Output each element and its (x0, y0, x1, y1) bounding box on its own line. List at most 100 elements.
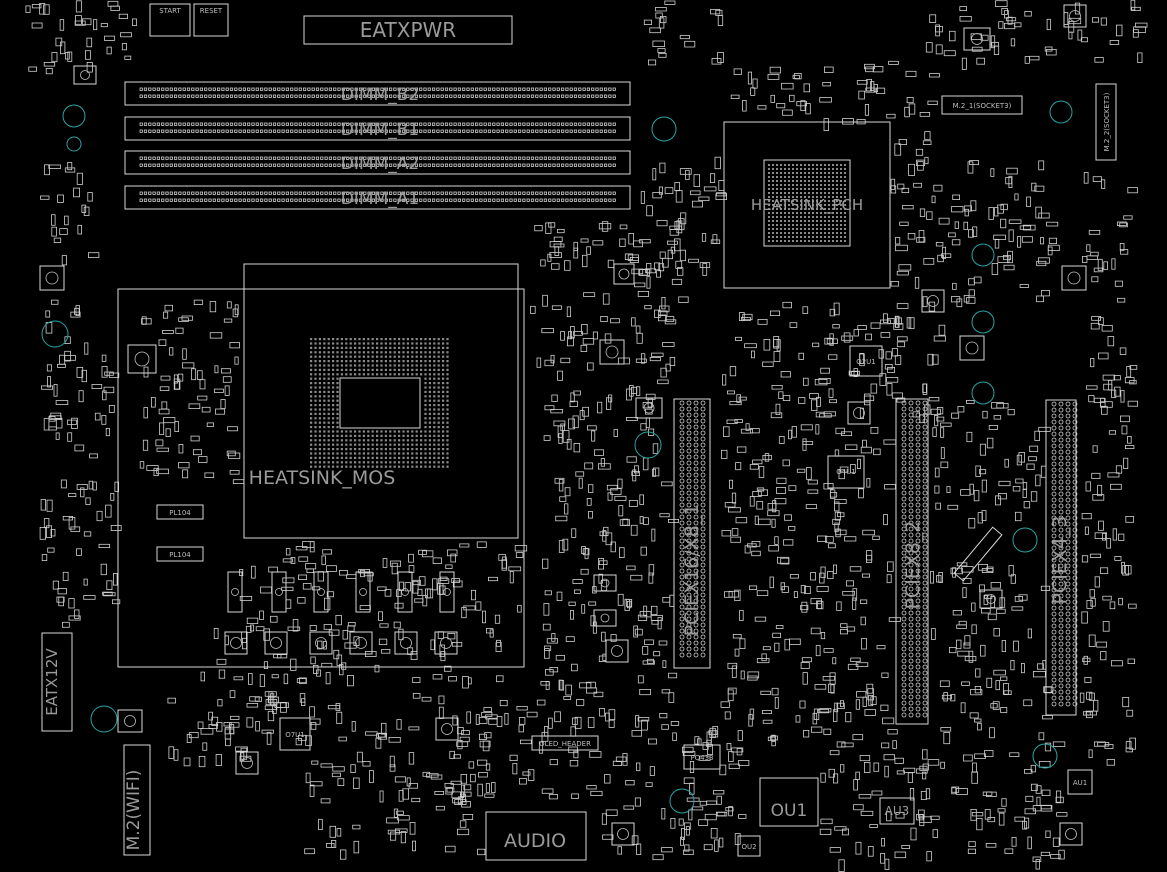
smd-component (353, 840, 360, 854)
smd-component (956, 298, 963, 308)
smd-component (846, 580, 855, 587)
smd-component (1022, 489, 1027, 498)
smd-component (605, 809, 618, 816)
smd-component (579, 682, 592, 689)
smd-component (408, 752, 415, 765)
mounting-hole (90, 705, 118, 733)
smd-component (1109, 40, 1120, 46)
smd-component (716, 795, 722, 805)
smd-component (809, 393, 819, 399)
smd-component (426, 773, 439, 778)
smd-component (655, 7, 667, 12)
smd-component (305, 772, 311, 784)
au3-chip (879, 797, 915, 825)
mounting-hole (62, 104, 86, 128)
smd-component (592, 331, 598, 340)
smd-component (61, 255, 67, 266)
smd-component (1026, 196, 1031, 208)
smd-component (859, 755, 871, 762)
smd-component (265, 699, 278, 706)
smd-component (914, 276, 920, 289)
smd-component (803, 377, 809, 386)
smd-component (226, 450, 236, 457)
smd-component (984, 809, 991, 820)
smd-component (75, 305, 80, 316)
smd-component (760, 690, 771, 695)
inductor-core (611, 645, 623, 657)
smd-component (1058, 849, 1065, 860)
smd-component (587, 717, 595, 728)
smd-component (306, 568, 314, 573)
smd-component (543, 435, 551, 441)
smd-component (642, 646, 649, 655)
smd-component (841, 742, 854, 748)
smd-component (975, 668, 981, 678)
smd-component (1046, 221, 1059, 227)
smd-component (312, 665, 319, 674)
inductor-core (927, 295, 939, 307)
smd-component (475, 714, 480, 725)
smd-component (646, 276, 651, 289)
audio-label: AUDIO (504, 830, 566, 852)
smd-component (1102, 595, 1112, 601)
smd-component (418, 576, 426, 586)
smd-component (993, 234, 1006, 241)
smd-component (526, 711, 538, 718)
smd-component (886, 383, 893, 396)
smd-component (574, 716, 582, 729)
smd-component (640, 191, 646, 204)
smd-component (812, 342, 820, 348)
smd-component (862, 529, 876, 536)
smd-component (850, 657, 861, 662)
smd-component (1018, 452, 1026, 463)
smd-component (647, 658, 655, 664)
smd-component (880, 704, 889, 711)
smd-component (1098, 520, 1104, 531)
smd-component (551, 633, 556, 642)
smd-component (866, 79, 873, 92)
smd-component (251, 565, 256, 579)
smd-component (598, 560, 608, 565)
smd-component (572, 579, 583, 584)
smd-component (610, 634, 617, 642)
smd-component (908, 317, 915, 329)
smd-component (560, 331, 565, 341)
smd-component (917, 161, 924, 171)
smd-component (895, 244, 908, 252)
smd-component (1132, 29, 1139, 38)
smd-component (430, 639, 435, 651)
smd-component (1023, 501, 1031, 509)
smd-component (805, 103, 811, 115)
smd-component (971, 812, 984, 817)
smd-component (932, 829, 938, 838)
smd-component (378, 611, 384, 621)
smd-component (182, 348, 187, 360)
smd-component (652, 468, 656, 477)
dimm-a1-label: DIMM_A1 (341, 189, 419, 209)
smd-component (682, 751, 696, 756)
smd-component (1128, 603, 1137, 609)
smd-component (160, 375, 171, 381)
smd-component (772, 632, 782, 638)
smd-component (165, 428, 171, 437)
smd-component (514, 545, 528, 552)
smd-component (78, 390, 84, 403)
smd-component (1007, 409, 1015, 416)
smd-component (763, 338, 771, 351)
smd-component (701, 233, 707, 242)
smd-component (608, 394, 613, 403)
smd-component (655, 12, 663, 19)
smd-component (606, 484, 618, 491)
smd-component (1003, 264, 1015, 271)
smd-component (438, 695, 445, 705)
smd-component (1094, 57, 1104, 63)
smd-component (829, 333, 834, 346)
smd-component (1046, 18, 1051, 31)
m2-battery-slot (953, 526, 1003, 582)
smd-component (659, 251, 666, 259)
smd-component (747, 543, 757, 548)
smd-component (463, 784, 472, 791)
smd-component (517, 604, 522, 613)
pch-area: HEATSINK_PCH (723, 121, 891, 289)
smd-component (445, 845, 456, 853)
